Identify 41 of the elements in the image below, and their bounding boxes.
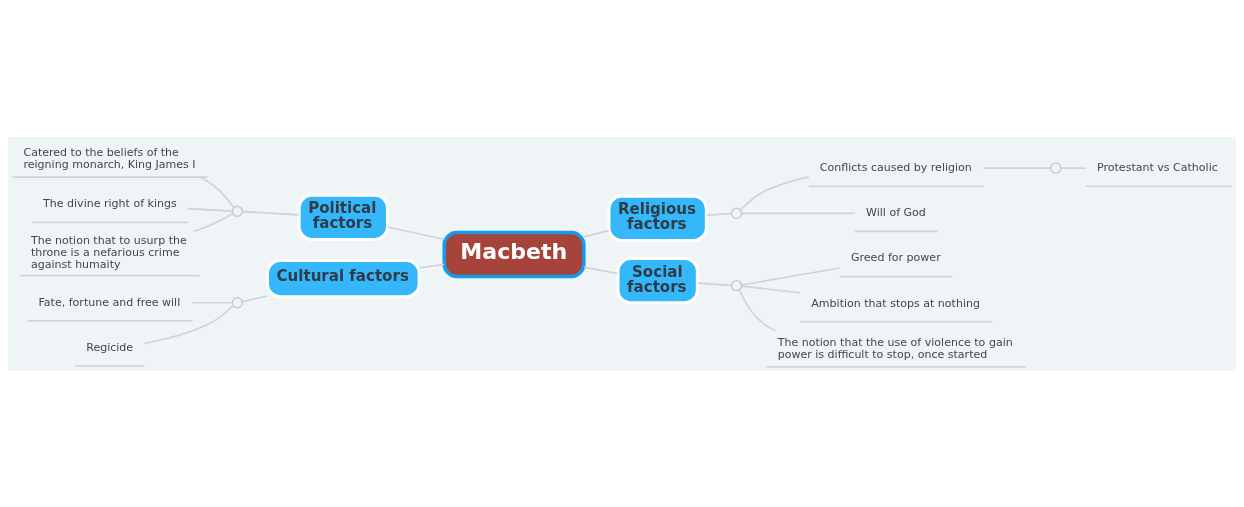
node-text: Fate, fortune and free will [38,295,181,309]
node-text: Ambition that stops at nothing [811,296,981,310]
connector [740,284,801,294]
connector [241,294,269,303]
connector [1060,166,1087,169]
connector [187,207,233,212]
node-text: Conflicts caused by religion [819,160,972,174]
connector [738,288,777,331]
connector [740,212,856,214]
node-text: The notion that the use of violence to gain power is difficult to stop, once started [777,335,1013,361]
connector [386,225,445,240]
connector [740,266,841,286]
connector [705,212,732,216]
connector [696,281,733,286]
connector [191,301,233,303]
node-circle [730,279,743,291]
connector [242,210,300,216]
node-circle [1050,161,1062,174]
node-box: Cultural factors [265,258,421,298]
node-text: Catered to the beliefs of the reigning monarch, King James I [23,145,196,171]
node-text: The notion that to usurp the throne is a nefarious crime against humaity [30,233,187,271]
node-text: Regicide [86,340,134,354]
connector [583,265,619,274]
connector [143,304,235,344]
node-text: Will of God [866,205,926,219]
node-text: Protestant vs Catholic [1097,160,1218,174]
connector [583,229,610,238]
node-box: Macbeth [442,230,586,278]
connector [199,176,235,208]
connector [983,166,1052,169]
node-circle [231,205,244,217]
node-box: Political factors [297,193,389,241]
node-box: Social factors [616,256,699,304]
node-text: Greed for power [850,250,941,264]
node-circle [730,207,743,219]
connector [192,212,234,232]
connector [739,175,810,211]
node-box: Religious factors [607,194,708,242]
connector [418,263,445,269]
node-text: The divine right of kings [43,196,177,210]
node-circle [231,296,244,308]
